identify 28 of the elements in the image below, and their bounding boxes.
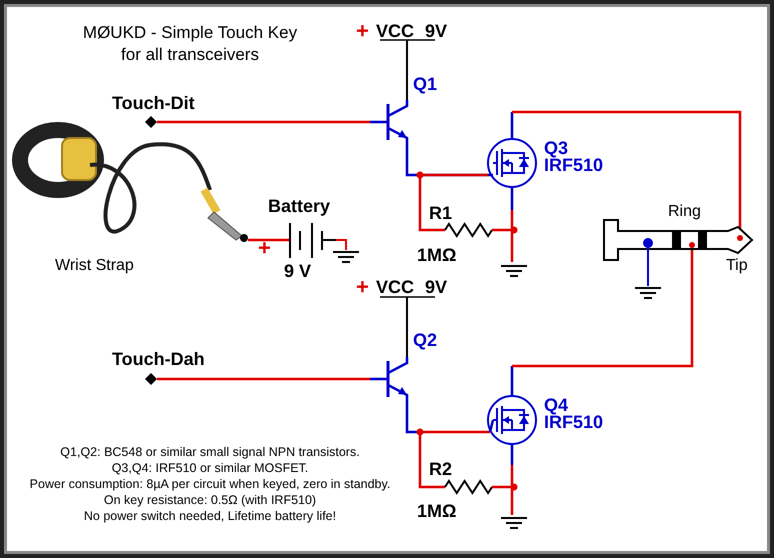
- component-label: 1MΩ: [417, 502, 456, 520]
- note-text: On key resistance: 0.5Ω (with IRF510): [104, 494, 316, 506]
- component-label: IRF510: [544, 413, 604, 431]
- component-label: 1MΩ: [417, 246, 456, 264]
- component-label: Q3: [544, 139, 568, 157]
- part-label: Tip: [726, 258, 748, 274]
- note-text: Q3,Q4: IRF510 or similar MOSFET.: [112, 462, 308, 474]
- component-label: Touch-Dah: [112, 350, 205, 368]
- component-label: Q4: [544, 396, 568, 414]
- part-label: Wrist Strap: [55, 258, 134, 274]
- component-label: 9 V: [284, 262, 312, 280]
- part-label: Ring: [668, 204, 701, 220]
- note-text: Q1,Q2: BC548 or similar small signal NPN transistors.: [60, 446, 360, 458]
- component-label: Touch-Dit: [112, 94, 195, 112]
- component-label: Q1: [413, 75, 438, 93]
- polarity-sign: +: [356, 20, 369, 42]
- component-label: Battery: [268, 197, 330, 215]
- supply-label: VCC 9V: [376, 278, 448, 296]
- component-label: R1: [429, 204, 452, 222]
- note-text: Power consumption: 8µA per circuit when keyed, zero in standby.: [30, 478, 390, 490]
- polarity-sign: +: [258, 237, 271, 259]
- component-label: IRF510: [544, 156, 604, 174]
- component-label: R2: [429, 460, 452, 478]
- diagram-title: MØUKD - Simple Touch Key for all transceivers: [82, 22, 298, 66]
- note-text: No power switch needed, Lifetime battery life!: [84, 510, 336, 522]
- polarity-sign: +: [356, 276, 369, 298]
- component-label: Q2: [413, 331, 438, 349]
- supply-label: VCC 9V: [376, 22, 448, 40]
